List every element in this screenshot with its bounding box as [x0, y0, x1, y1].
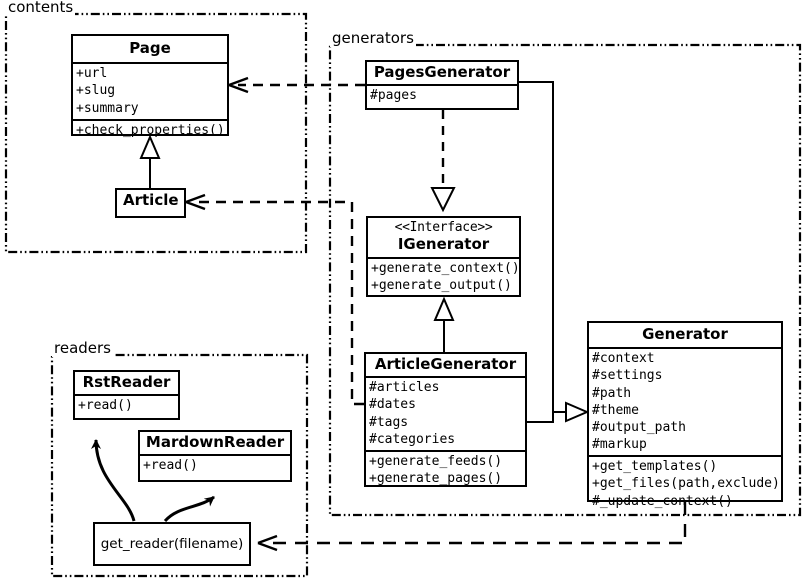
- relationship-articlegenerator-realizes-igenerator: [433, 296, 455, 352]
- relationship-generator-uses-get_reader: [257, 502, 687, 552]
- attribute-item: #markup: [592, 437, 647, 453]
- class-box-generator[interactable]: Generator #context #settings #path #them…: [587, 321, 783, 509]
- class-methods-mardownreader: +read(): [140, 454, 290, 476]
- class-methods-igenerator: +generate_context() +generate_output(): [368, 257, 520, 296]
- class-methods-rstreader: +read(): [75, 394, 178, 416]
- class-name-generator: Generator: [642, 325, 728, 343]
- class-title-igenerator: IGenerator: [397, 234, 490, 253]
- class-attributes-pagesgenerator: #pages: [367, 84, 517, 106]
- method-item: +check_properties(): [76, 122, 225, 138]
- attribute-item: #settings: [592, 368, 663, 384]
- attribute-item: #theme: [592, 402, 639, 418]
- relationship-articlegenerator-inherits-generator: [527, 401, 590, 423]
- attribute-item: #pages: [370, 88, 417, 104]
- method-item: #_update_context(): [592, 493, 733, 509]
- class-box-pagesgenerator[interactable]: PagesGenerator #pages: [365, 60, 519, 110]
- class-name-page: Page: [129, 39, 171, 57]
- attribute-item: +url: [76, 66, 108, 82]
- attribute-item: #dates: [369, 397, 416, 413]
- attribute-item: #articles: [369, 380, 440, 396]
- method-item: +generate_feeds(): [369, 453, 503, 469]
- attribute-item: +slug: [76, 83, 116, 99]
- attribute-item: +summary: [76, 100, 139, 116]
- class-methods-page: +check_properties(): [73, 118, 227, 141]
- class-name-article: Article: [123, 191, 179, 209]
- method-item: +generate_context(): [371, 261, 520, 277]
- relationship-pagesgenerator-realizes-igenerator: [430, 110, 456, 213]
- method-item: +generate_output(): [371, 278, 512, 294]
- function-box-label: get_reader(filename): [100, 536, 244, 552]
- relationship-pagesgenerator-uses-page: [228, 76, 365, 94]
- class-box-igenerator[interactable]: <<Interface>> IGenerator +generate_conte…: [366, 216, 521, 297]
- class-name-articlegenerator: ArticleGenerator: [374, 355, 517, 373]
- class-attributes-page: +url +slug +summary: [73, 62, 227, 118]
- method-item: +get_files(path,exclude): [592, 476, 780, 492]
- package-label-readers: readers: [52, 339, 113, 357]
- method-item: +get_templates(): [592, 459, 718, 475]
- class-attributes-generator: #context #settings #path #theme #output_…: [589, 347, 781, 455]
- relationship-pagesgenerator-inherits-generator: [519, 81, 568, 413]
- package-border-contents: [4, 12, 308, 254]
- attribute-item: #categories: [369, 431, 456, 447]
- attribute-item: #context: [592, 351, 655, 367]
- method-item: +read(): [143, 458, 198, 474]
- method-item: +read(): [78, 398, 133, 414]
- class-box-articlegenerator[interactable]: ArticleGenerator #articles #dates #tags …: [364, 352, 527, 487]
- package-border-generators: [328, 43, 802, 517]
- class-name-rstreader: RstReader: [82, 373, 171, 391]
- relationship-article-inherits-page: [139, 134, 161, 188]
- class-methods-articlegenerator: +generate_feeds() +generate_pages(): [366, 449, 525, 489]
- class-box-rstreader[interactable]: RstReader +read(): [73, 370, 180, 420]
- class-methods-generator: +get_templates() +get_files(path,exclude…: [589, 455, 781, 511]
- relationship-get_reader-creates-rstreader: [91, 439, 136, 522]
- package-label-generators: generators: [330, 29, 416, 47]
- relationship-get_reader-creates-mardownreader: [163, 495, 215, 523]
- class-attributes-articlegenerator: #articles #dates #tags #categories: [366, 376, 525, 450]
- class-name-mardownreader: MardownReader: [145, 433, 285, 451]
- attribute-item: #tags: [369, 414, 409, 430]
- class-name-pagesgenerator: PagesGenerator: [373, 63, 511, 81]
- class-name-igenerator: <<Interface>> IGenerator: [368, 218, 519, 257]
- package-label-contents: contents: [6, 0, 76, 16]
- method-item: +generate_pages(): [369, 471, 503, 487]
- class-stereotype-igenerator: <<Interface>>: [394, 220, 493, 235]
- class-box-article[interactable]: Article: [115, 188, 186, 218]
- attribute-item: #path: [592, 385, 632, 401]
- package-border-readers: [50, 353, 309, 578]
- attribute-item: #output_path: [592, 419, 686, 435]
- class-box-mardownreader[interactable]: MardownReader +read(): [138, 430, 292, 482]
- relationship-articlegenerator-uses-article: [185, 193, 364, 406]
- function-box-get-reader[interactable]: get_reader(filename): [93, 522, 251, 566]
- class-box-page[interactable]: Page +url +slug +summary +check_properti…: [71, 34, 229, 138]
